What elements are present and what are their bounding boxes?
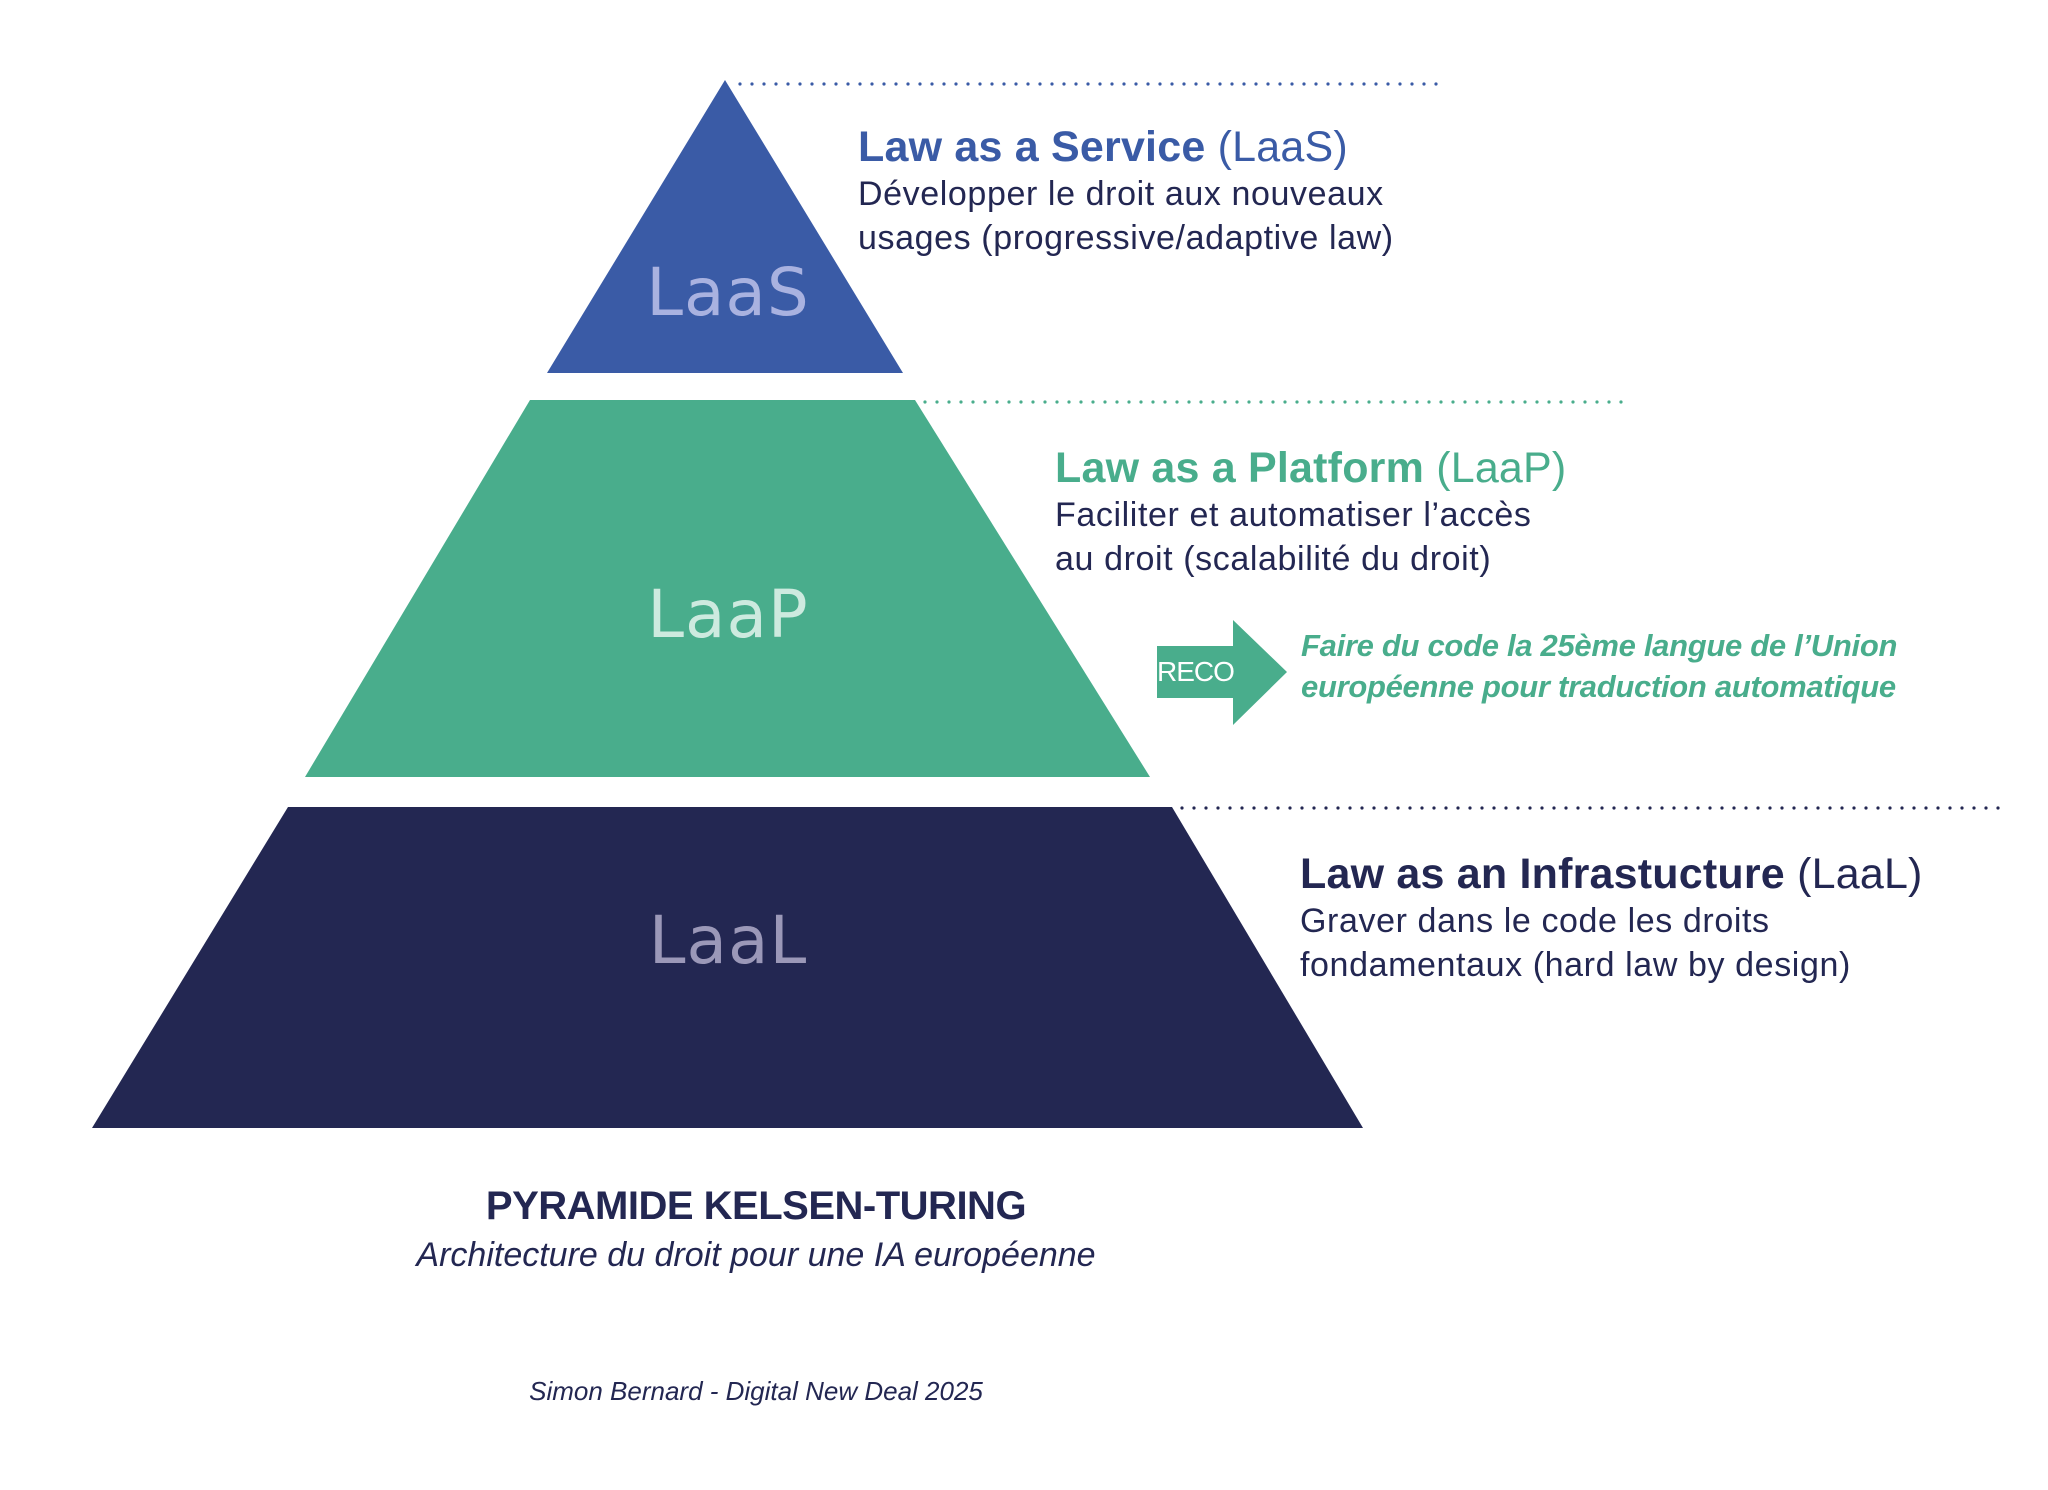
laas-heading-name: Law as a Service — [858, 123, 1206, 171]
laal-description: Law as an Infrastucture (LaaL) Graver da… — [1300, 849, 1923, 987]
laal-description-line: Graver dans le code les droits — [1300, 902, 1770, 940]
laas-description-line: Développer le droit aux nouveaux — [858, 175, 1384, 213]
laap-heading-abbr: (LaaP) — [1436, 444, 1567, 492]
laap-description: Law as a Platform (LaaP) Faciliter et au… — [1055, 443, 1566, 581]
diagram-subtitle: Architecture du droit pour une IA europé… — [416, 1236, 1096, 1274]
laap-description-line: Faciliter et automatiser l’accès — [1055, 496, 1532, 534]
recommendation-line: européenne pour traduction automatique — [1301, 669, 1896, 704]
laal-heading: Law as an Infrastucture (LaaL) — [1300, 849, 1923, 899]
laal-description-line: fondamentaux (hard law by design) — [1300, 946, 1851, 984]
laap-tier — [305, 400, 1150, 777]
diagram-title: PYRAMIDE KELSEN-TURING — [485, 1184, 1027, 1228]
recommendation-line: Faire du code la 25ème langue de l’Union — [1301, 628, 1898, 663]
laas-tier-label: LaaS — [646, 254, 810, 331]
laap-heading: Law as a Platform (LaaP) — [1055, 443, 1566, 493]
laal-tier — [92, 807, 1363, 1128]
recommendation-text: Faire du code la 25ème langue de l’Union… — [1301, 625, 1897, 707]
laas-description: Law as a Service (LaaS) Développer le dr… — [858, 122, 1394, 260]
laas-tier — [547, 80, 903, 373]
laap-heading-name: Law as a Platform — [1055, 444, 1425, 492]
laal-heading-name: Law as an Infrastucture — [1300, 850, 1785, 898]
reco-badge: RECO — [1157, 656, 1235, 687]
laas-heading-abbr: (LaaS) — [1217, 123, 1348, 171]
laap-description-line: au droit (scalabilité du droit) — [1055, 540, 1492, 578]
laal-tier-label: LaaL — [648, 902, 808, 979]
laap-tier-label: LaaP — [647, 576, 809, 653]
reco-arrow-icon — [1157, 620, 1287, 725]
laas-heading: Law as a Service (LaaS) — [858, 122, 1394, 172]
diagram-credit: Simon Bernard - Digital New Deal 2025 — [529, 1376, 983, 1406]
laal-heading-abbr: (LaaL) — [1797, 850, 1923, 898]
laas-description-line: usages (progressive/adaptive law) — [858, 219, 1394, 257]
